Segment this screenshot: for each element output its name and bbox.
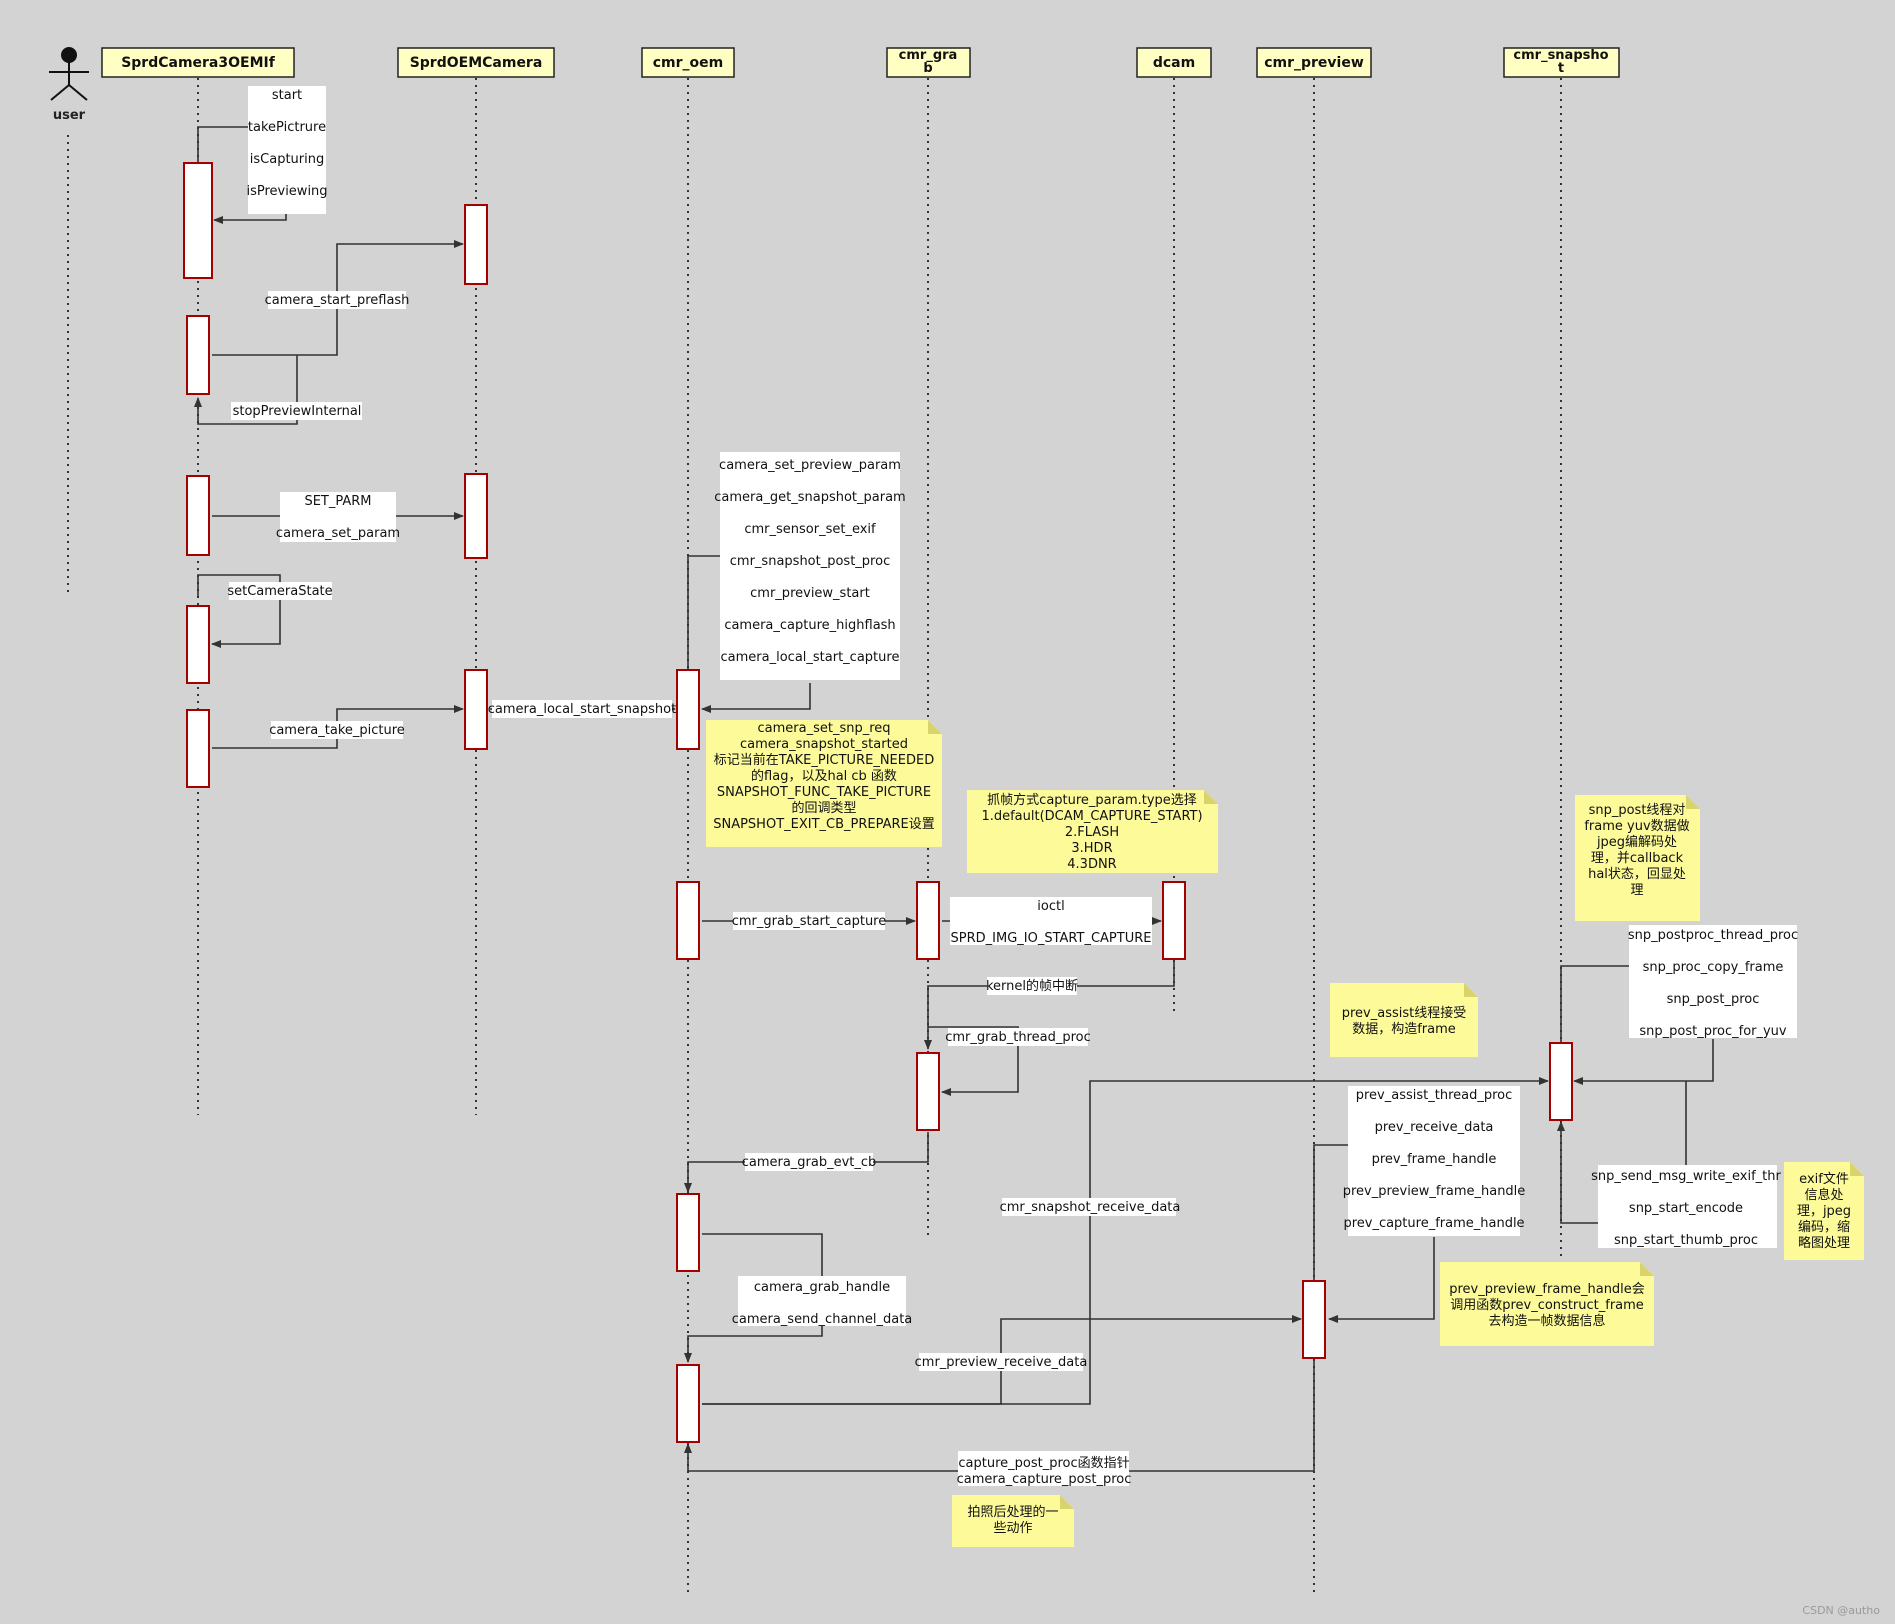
note-text: prev_preview_frame_handle会调用函数prev_const… [1449,1282,1645,1329]
user-actor: user [49,47,89,123]
note-text: prev_assist线程接受数据，构造frame [1342,1005,1467,1037]
activation-bar [1302,1280,1326,1359]
message-label-boxes [229,86,1797,1486]
lifeline-label: dcam [1153,55,1195,71]
activation-bar [1162,881,1186,960]
activation-bar [464,473,488,559]
note-prev-construct: prev_preview_frame_handle会调用函数prev_const… [1440,1262,1654,1346]
lifeline-label: SprdOEMCamera [410,55,543,71]
lifeline-label: cmr_preview [1264,55,1364,71]
actor-label: user [53,108,86,123]
message-label-preview-receive: cmr_preview_receive_data [915,1355,1088,1370]
activation-bar [464,204,488,285]
message-label-snapshot-receive: cmr_snapshot_receive_data [1000,1200,1181,1215]
lifeline-header-cmr-oem[interactable]: cmr_oem [641,47,735,78]
activation-bar [916,881,940,960]
note-text: 拍照后处理的一些动作 [967,1504,1058,1536]
message-label-local-start-snapshot: camera_local_start_snapshot [488,702,676,717]
note-post-actions: 拍照后处理的一些动作 [952,1495,1074,1547]
lifeline-header-dcam[interactable]: dcam [1136,47,1212,78]
activation-bar [464,669,488,750]
note-prev-assist: prev_assist线程接受数据，构造frame [1330,983,1478,1057]
lifeline-label: cmr_oem [653,55,724,71]
message-label-grab-thread-proc: cmr_grab_thread_proc [945,1030,1091,1045]
activation-bar [676,1193,700,1272]
activation-bar [676,1364,700,1443]
watermark: CSDN @autho [1802,1604,1880,1617]
message-label-grab-evt-cb: camera_grab_evt_cb [742,1155,877,1170]
activation-bar [186,605,210,684]
message-label-preflash: camera_start_preflash [265,293,410,308]
message-label-kernel-irq: kernel的帧中断 [986,978,1078,994]
lifeline-header-camera3oemif[interactable]: SprdCamera3OEMIf [101,47,295,78]
activation-bar [916,1052,940,1131]
message-label-set-camera-state: setCameraState [227,584,332,599]
activation-bar [676,881,700,960]
message-label-take-picture: camera_take_picture [269,723,405,738]
activation-bar [183,162,213,279]
lifeline-header-cmr-preview[interactable]: cmr_preview [1256,47,1372,78]
activation-bar [1549,1042,1573,1121]
lifeline-label: SprdCamera3OEMIf [121,55,276,71]
stick-figure-icon [49,47,89,101]
activation-bar [186,709,210,788]
message-label-stop-preview: stopPreviewInternal [233,404,362,419]
activation-bar [186,315,210,395]
activation-bars [183,162,1573,1443]
lifeline-header-oemcamera[interactable]: SprdOEMCamera [397,47,555,78]
message-label-grab-start-capture: cmr_grab_start_capture [732,914,887,929]
activation-bar [676,669,700,750]
activation-bar [186,475,210,556]
